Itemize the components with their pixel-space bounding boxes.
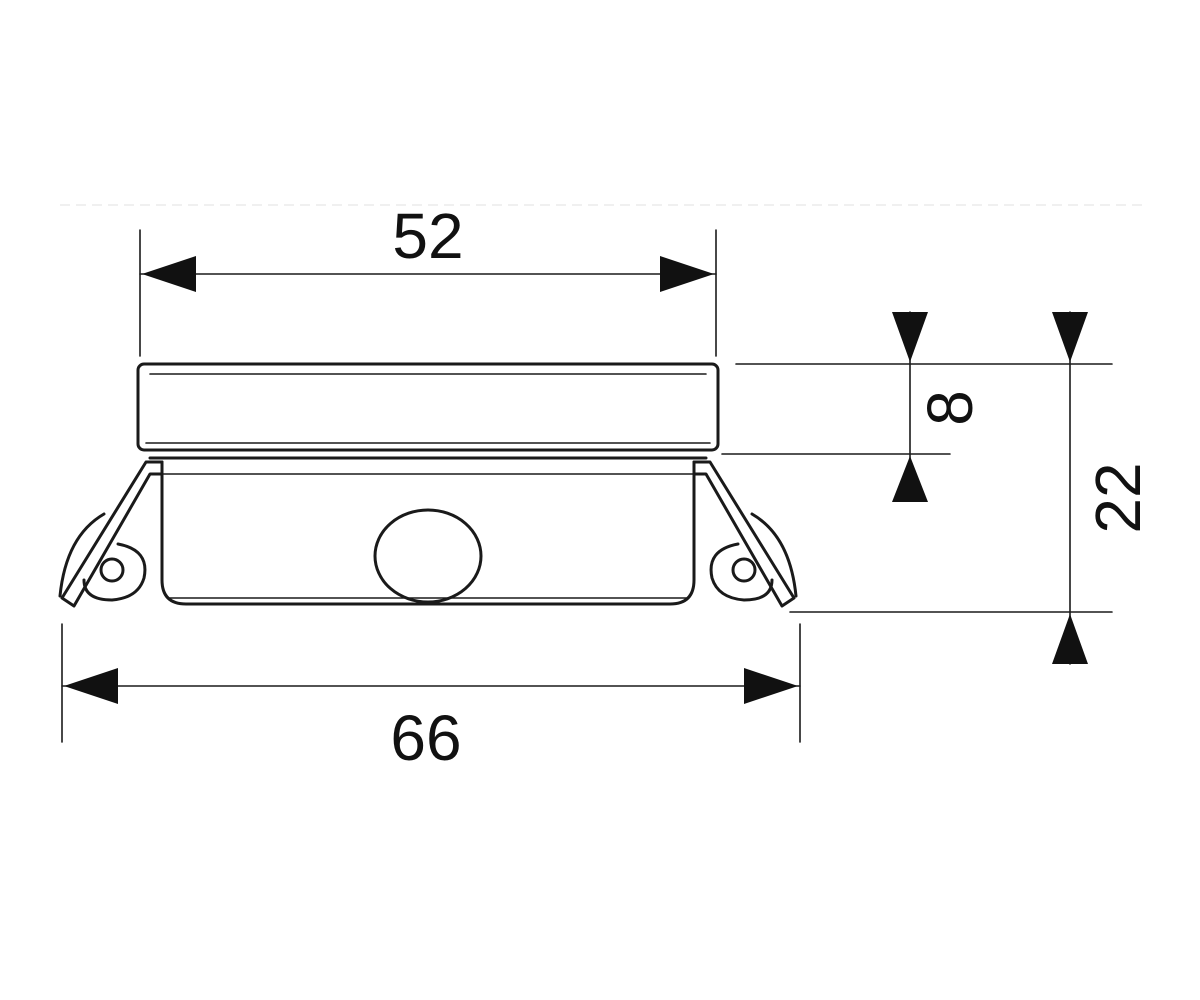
dimension-total-height-label: 22 [1082,462,1154,533]
left-bracket [58,460,164,608]
dimension-top-width-label: 52 [392,200,463,272]
dimension-cover-height: 8 [892,311,986,502]
dimension-bottom-width: 66 [61,623,801,774]
right-bracket [692,460,798,608]
dimension-top-width: 52 [139,200,717,357]
drain-body [160,460,696,606]
dimension-total-height: 22 [1052,311,1154,665]
cover-plate [136,362,720,452]
part-outline [58,362,798,608]
dimension-bottom-width-label: 66 [390,702,461,774]
outlet-circle [373,508,483,604]
dimension-cover-height-label: 8 [914,390,986,426]
